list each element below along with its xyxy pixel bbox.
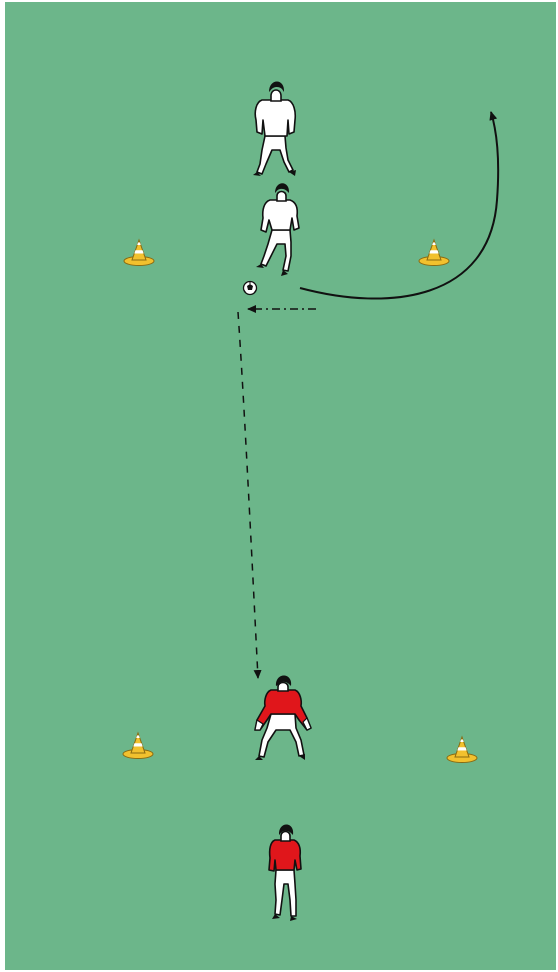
ball-icon bbox=[244, 282, 257, 295]
